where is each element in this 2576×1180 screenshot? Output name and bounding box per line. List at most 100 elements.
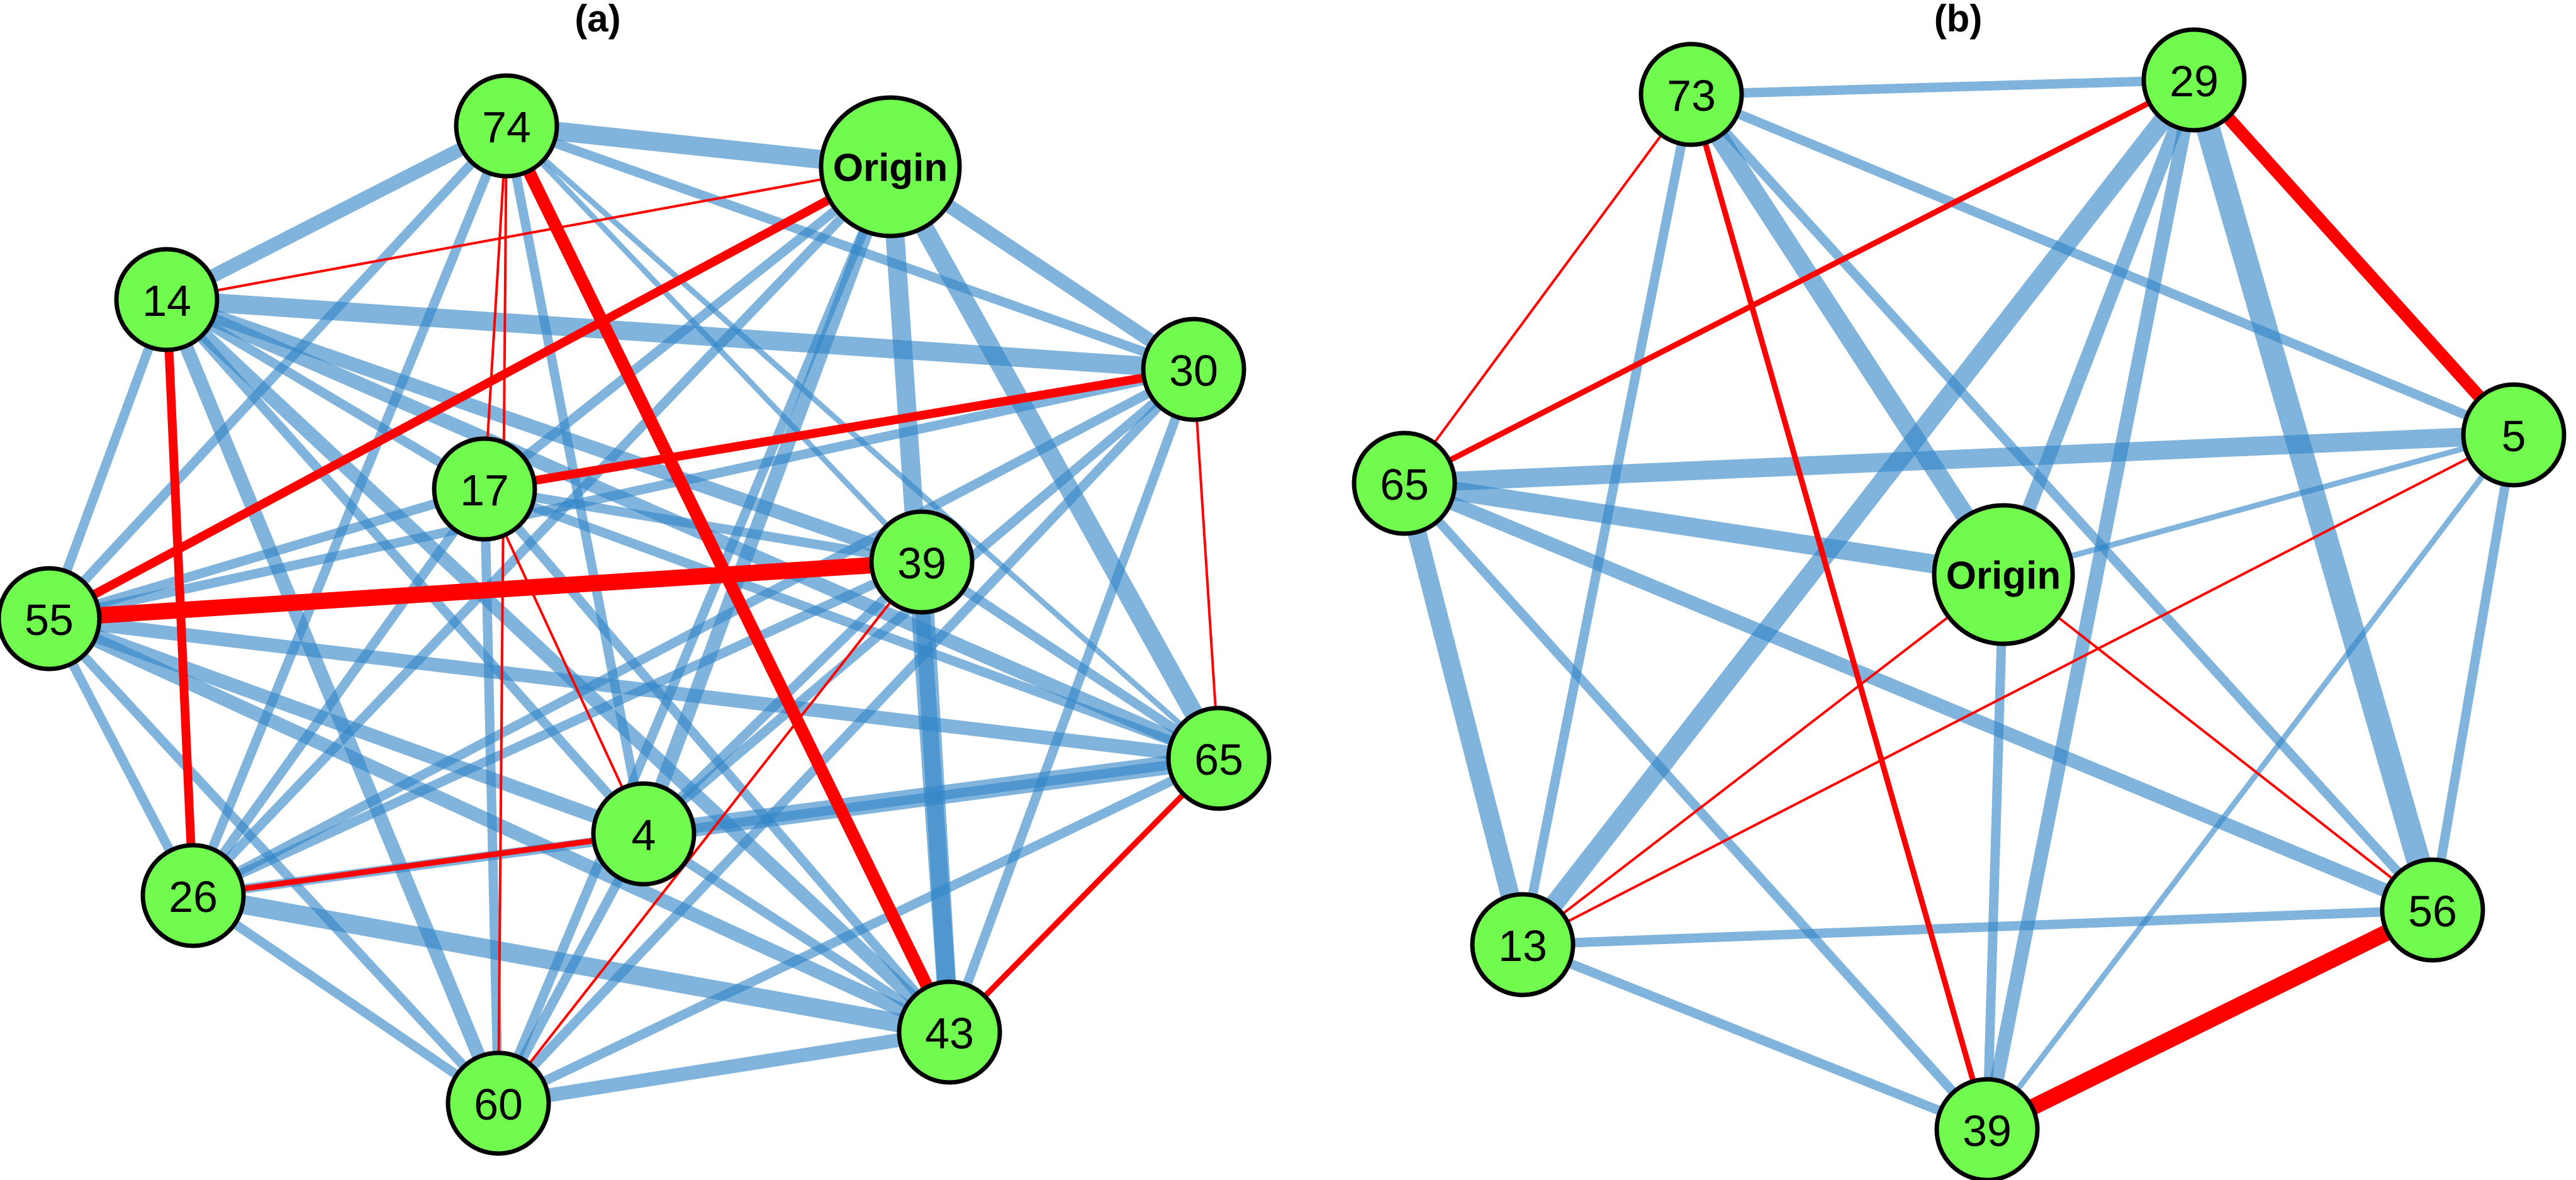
- node-circle: [897, 979, 1002, 1085]
- edge-a-74-30: [505, 121, 1196, 374]
- node-label: 65: [1194, 735, 1243, 784]
- node-label: 39: [897, 539, 946, 588]
- node-a-65: 65: [1166, 705, 1272, 811]
- node-b-65: 65: [1352, 430, 1457, 536]
- node-label: 56: [2408, 887, 2457, 936]
- node-label: 14: [142, 276, 191, 325]
- node-label: 65: [1380, 460, 1429, 509]
- edge-b-65-39: [1401, 480, 1991, 1133]
- edge-b-5-39: [1985, 433, 2516, 1132]
- node-circle: [2141, 27, 2247, 133]
- node-label: 29: [2170, 57, 2219, 106]
- node-a-74: 74: [454, 73, 559, 179]
- edge-b-29-39: [1980, 78, 2201, 1132]
- edge-b-65-origin: [1403, 474, 2005, 584]
- edge-b-13-56: [1522, 905, 2433, 950]
- node-b-39: 39: [1934, 1077, 2040, 1180]
- node-label: 13: [1498, 921, 1547, 970]
- edge-b-29-65: [1403, 77, 2196, 486]
- edge-b-73-65: [1403, 93, 1693, 485]
- edge-b-56-39: [1983, 902, 2436, 1137]
- edge-b-5-56: [2428, 434, 2519, 911]
- node-circle: [2461, 382, 2567, 488]
- edge-b-73-56: [1688, 91, 2436, 914]
- edge-a-74-14: [163, 120, 510, 306]
- node-circle: [1141, 317, 1246, 422]
- panel-b-edges: [1395, 74, 2519, 1137]
- edge-b-65-56: [1401, 476, 2436, 917]
- edge-b-origin-39: [1982, 574, 2008, 1130]
- edge-a-14-17: [164, 295, 487, 493]
- node-b-origin: Origin: [1932, 503, 2075, 646]
- edge-a-30-65: [1192, 369, 1220, 759]
- node-label: 73: [1667, 71, 1716, 120]
- edge-b-13-39: [1521, 940, 1989, 1134]
- node-circle: [432, 436, 537, 542]
- node-b-13: 13: [1470, 892, 1576, 997]
- edge-b-73-5: [1689, 90, 2516, 439]
- node-b-56: 56: [2380, 857, 2485, 963]
- edge-a-30-17: [483, 365, 1195, 493]
- edge-a-origin-55: [47, 162, 893, 623]
- edge-a-65-43: [947, 756, 1221, 1035]
- edge-a-30-26: [191, 365, 1196, 900]
- node-a-17: 17: [432, 436, 537, 542]
- edge-b-29-13: [1515, 74, 2202, 951]
- node-circle: [869, 509, 975, 615]
- edge-a-14-65: [164, 293, 1222, 765]
- node-label: 60: [474, 1080, 523, 1129]
- edge-b-29-origin: [1996, 77, 2201, 577]
- edge-a-14-39: [164, 293, 924, 569]
- edge-a-39-60: [497, 561, 923, 1104]
- edge-a-55-65: [48, 612, 1220, 765]
- edge-a-55-4: [47, 612, 646, 841]
- node-circle: [1470, 892, 1576, 997]
- node-a-43: 43: [897, 979, 1002, 1085]
- edge-a-17-4: [483, 488, 645, 834]
- edge-a-origin-26: [189, 163, 894, 899]
- edge-a-26-43: [191, 886, 951, 1042]
- node-b-73: 73: [1638, 42, 1744, 147]
- node-label: 43: [925, 1009, 974, 1058]
- node-circle: [1352, 430, 1457, 536]
- node-circle: [454, 73, 559, 179]
- edge-a-74-60: [497, 125, 508, 1104]
- node-a-26: 26: [140, 843, 246, 948]
- node-circle: [1932, 503, 2075, 646]
- panel-b-label: (b): [1934, 0, 1983, 40]
- node-label: 26: [169, 872, 218, 921]
- node-circle: [114, 247, 220, 352]
- edge-a-14-4: [163, 296, 647, 837]
- edge-a-74-55: [45, 122, 510, 622]
- edge-b-65-5: [1404, 425, 2514, 493]
- node-label: 74: [482, 103, 531, 152]
- node-circle: [819, 95, 962, 239]
- node-circle: [1934, 1077, 2040, 1180]
- node-a-origin: Origin: [819, 95, 962, 239]
- edge-b-5-origin: [2002, 432, 2515, 578]
- panel-a-edges: [44, 116, 1228, 1110]
- edge-b-73-origin: [1683, 89, 2012, 580]
- panel-a-label: (a): [574, 0, 620, 40]
- node-a-55: 55: [0, 566, 102, 671]
- edge-a-4-43: [641, 829, 953, 1037]
- edge-b-73-29: [1691, 75, 2195, 99]
- node-label: Origin: [1946, 554, 2061, 598]
- edge-a-60-43: [497, 1025, 951, 1110]
- node-a-30: 30: [1141, 317, 1246, 422]
- edge-a-17-65: [483, 484, 1221, 763]
- node-label: 39: [1963, 1106, 2012, 1155]
- edge-a-origin-14: [166, 166, 891, 301]
- node-label: 5: [2502, 412, 2526, 461]
- edge-b-73-39: [1688, 93, 1990, 1131]
- edge-a-origin-65: [882, 162, 1228, 763]
- node-circle: [2380, 857, 2485, 963]
- edge-a-65-60: [496, 754, 1221, 1108]
- edge-a-55-39: [48, 554, 922, 627]
- edge-a-14-30: [165, 290, 1195, 379]
- edge-a-14-55: [44, 298, 172, 621]
- edge-b-5-13: [1522, 434, 2514, 946]
- node-a-4: 4: [591, 781, 697, 887]
